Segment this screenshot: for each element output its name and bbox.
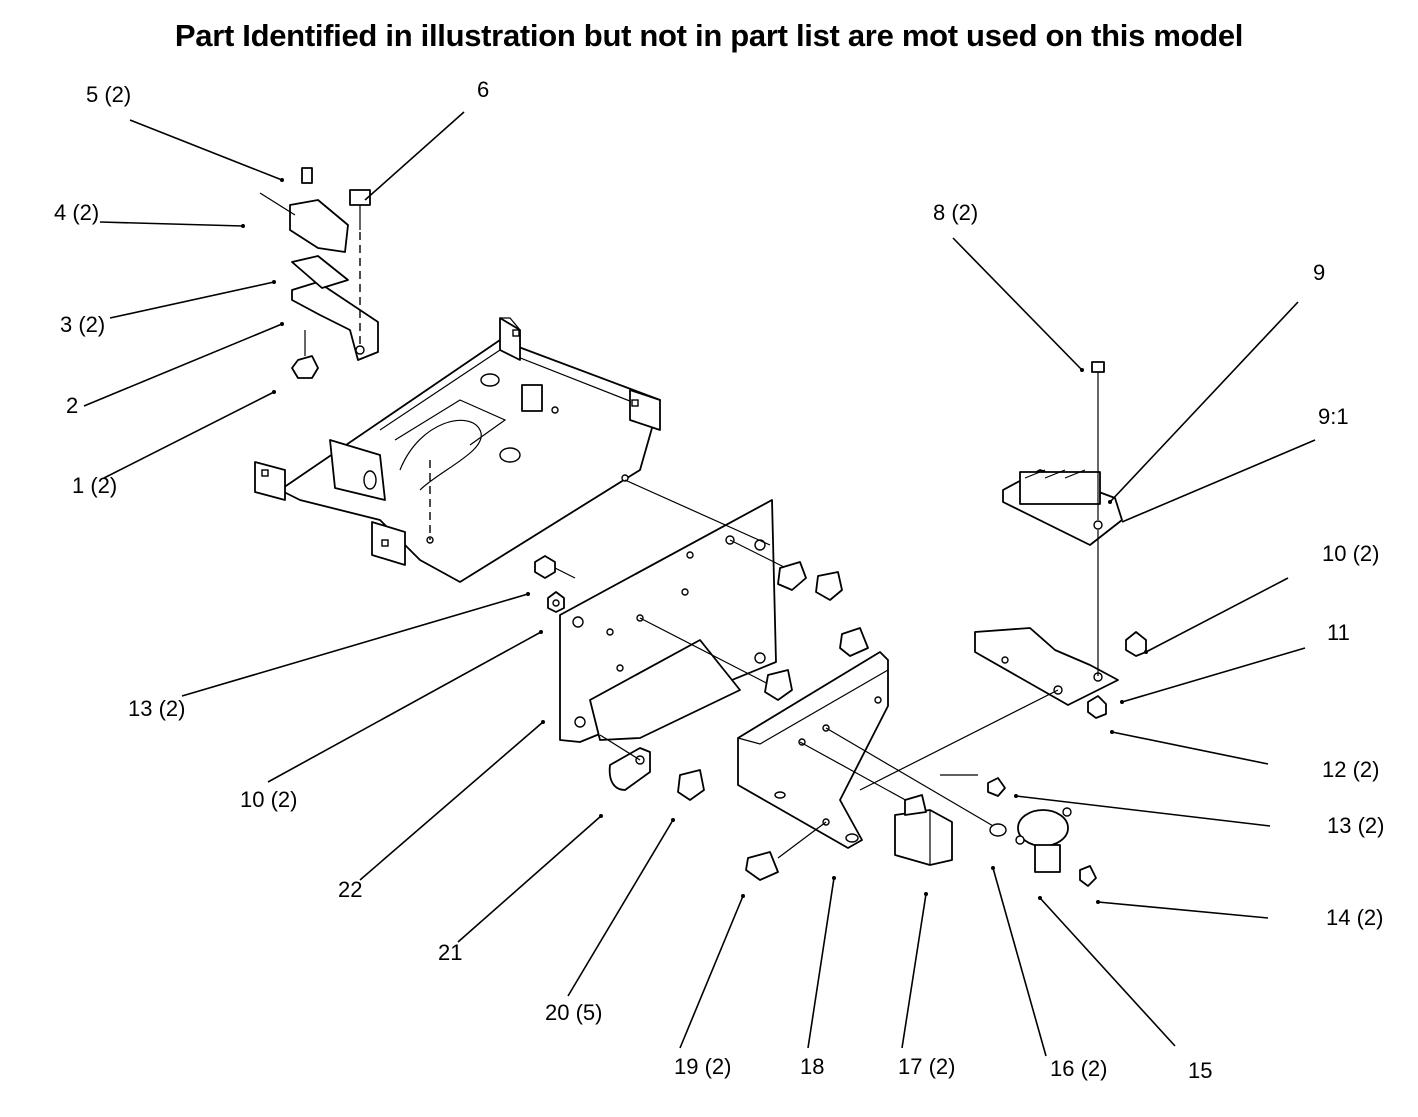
- switch-bracket: [859, 361, 1147, 791]
- callout-4: 4 (2): [54, 200, 99, 225]
- callout-18: 18: [800, 1054, 824, 1079]
- relay: [894, 774, 978, 866]
- hardware-left: [534, 555, 576, 613]
- leader-lines: [83, 111, 1316, 1057]
- capacitor-assembly: [987, 777, 1097, 887]
- callout-2: 2: [66, 393, 78, 418]
- callout-1: 1 (2): [72, 473, 117, 498]
- callout-6: 6: [477, 77, 489, 102]
- callout-15: 15: [1188, 1058, 1212, 1083]
- callout-13-right: 13 (2): [1327, 813, 1384, 838]
- lower-bracket: [737, 651, 1001, 881]
- callout-8: 8 (2): [933, 200, 978, 225]
- diagram-title: Part Identified in illustration but not …: [174, 18, 1244, 53]
- callout-17: 17 (2): [898, 1054, 955, 1079]
- callout-9-1: 9:1: [1318, 404, 1349, 429]
- base-plate: [254, 317, 661, 583]
- callout-11: 11: [1327, 620, 1350, 645]
- callout-20: 20 (5): [545, 1000, 602, 1025]
- upper-bracket-assembly: [259, 167, 431, 540]
- hardware-right: [677, 561, 869, 801]
- callout-10-left: 10 (2): [240, 787, 297, 812]
- callout-10-right: 10 (2): [1322, 541, 1379, 566]
- mounting-plate: [559, 479, 801, 743]
- cable-clamp: [599, 734, 651, 791]
- callout-22: 22: [338, 877, 362, 902]
- callout-12: 12 (2): [1322, 757, 1379, 782]
- callout-19: 19 (2): [674, 1054, 731, 1079]
- callout-5: 5 (2): [86, 82, 131, 107]
- callout-labels: 5 (2) 6 4 (2) 3 (2) 2 1 (2) 8 (2) 9 9:1 …: [54, 77, 1384, 1083]
- callout-9: 9: [1313, 260, 1325, 285]
- callout-13-left: 13 (2): [128, 696, 185, 721]
- callout-3: 3 (2): [60, 312, 105, 337]
- callout-16: 16 (2): [1050, 1056, 1107, 1081]
- callout-14: 14 (2): [1326, 905, 1383, 930]
- callout-21: 21: [438, 940, 462, 965]
